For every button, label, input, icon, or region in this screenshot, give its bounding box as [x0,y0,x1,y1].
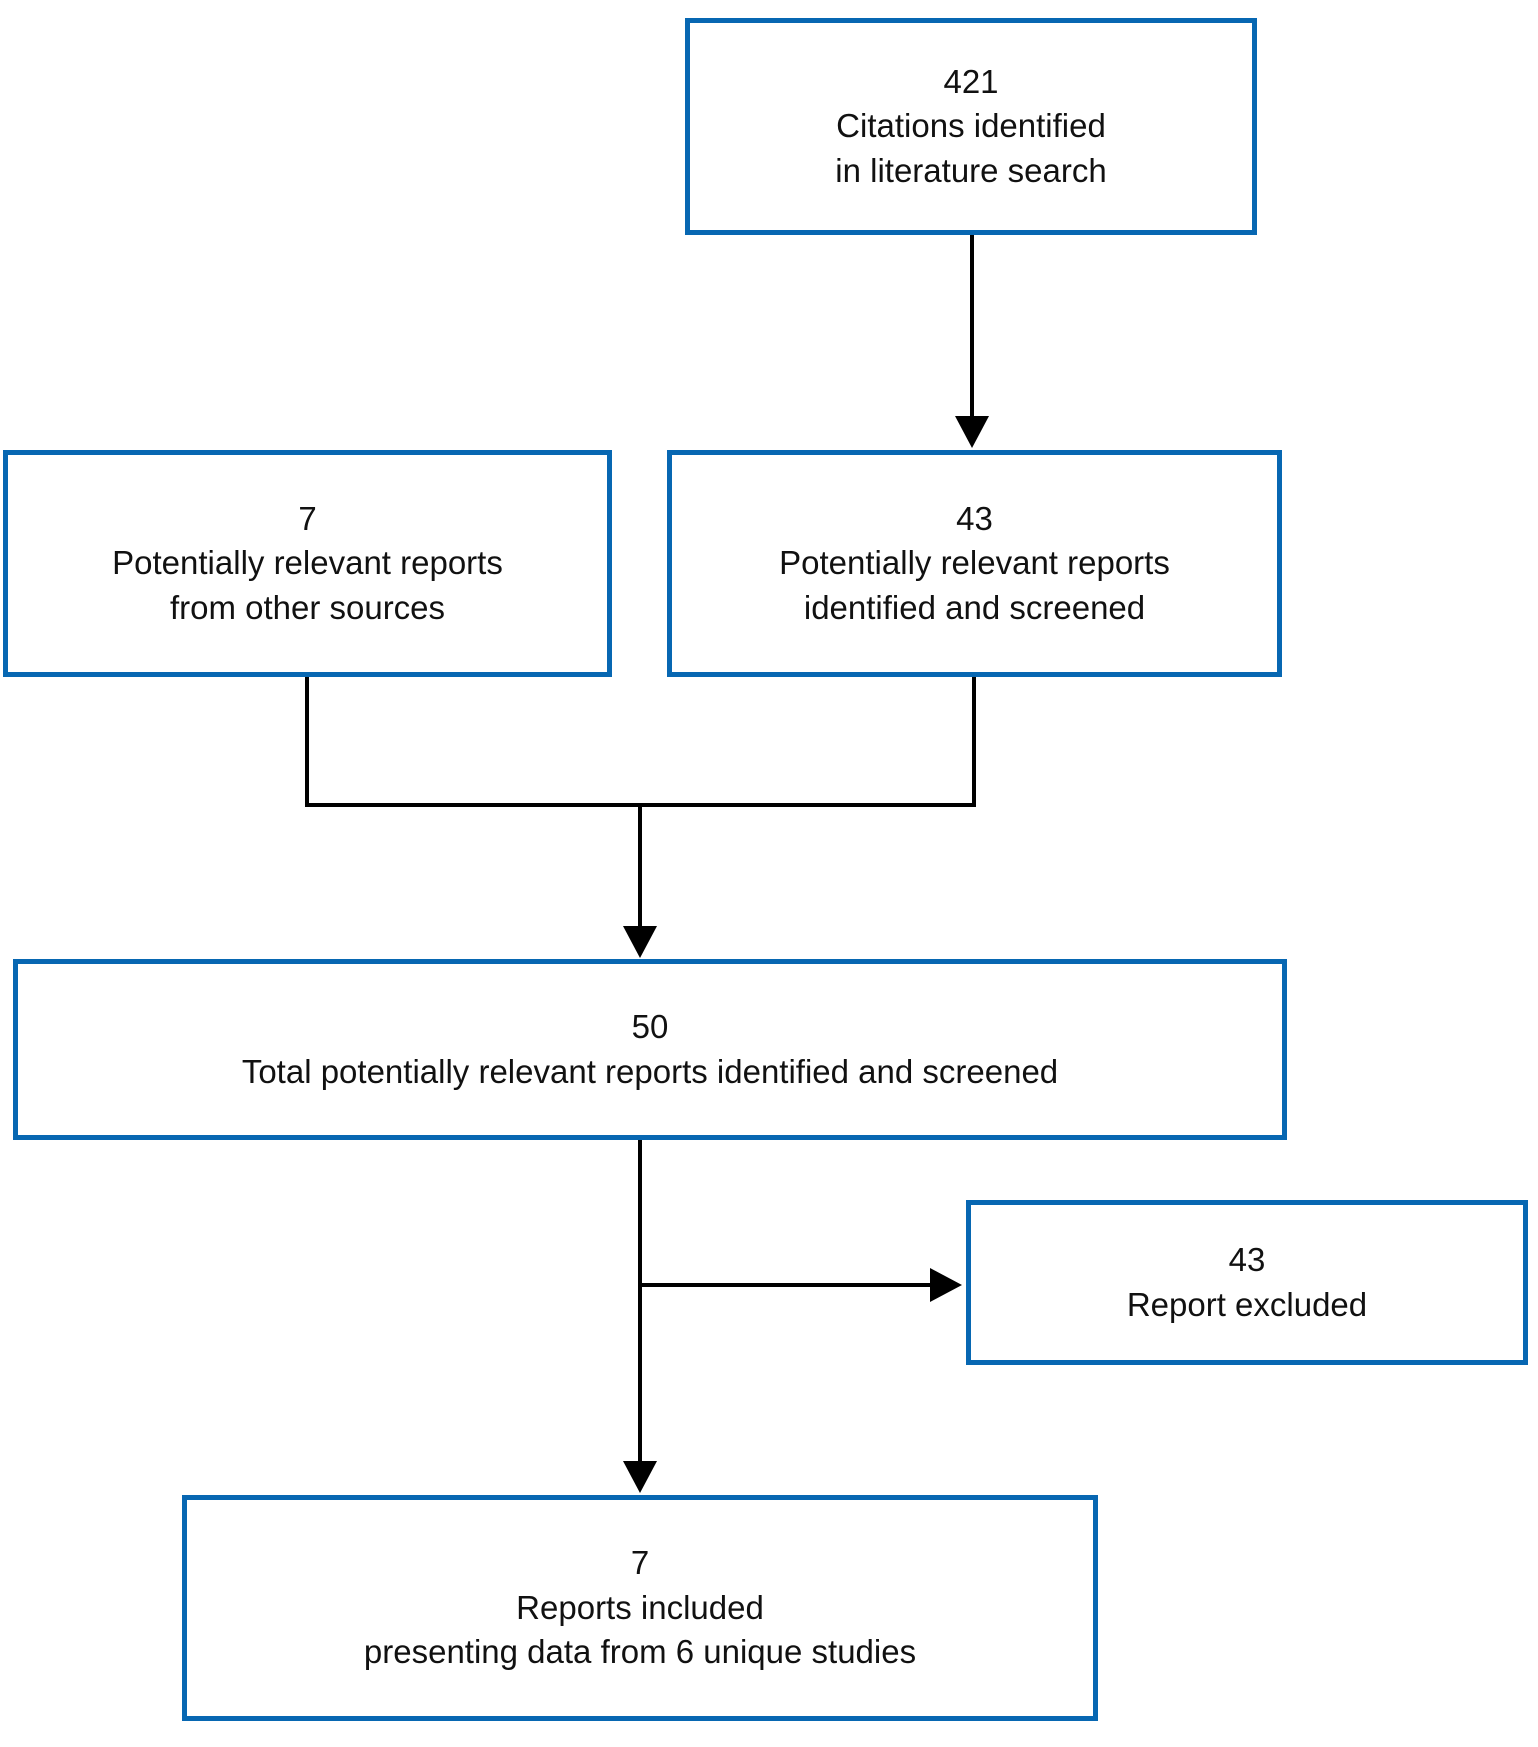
box-citations-identified: 421 Citations identified in literature s… [685,18,1257,235]
connector-branch-to-excluded [638,1283,930,1287]
included-count: 7 [630,1544,650,1582]
included-line-1: Reports included [516,1588,764,1626]
connector-screened-down [972,677,976,807]
connector-merge-to-total [638,805,642,930]
box-reports-included: 7 Reports included presenting data from … [182,1495,1098,1721]
connector-other-sources-down [305,677,309,807]
connector-citations-to-screened [970,235,974,420]
citations-line-2: in literature search [835,151,1107,189]
other-sources-line-1: Potentially relevant reports [112,544,503,582]
screened-count: 43 [956,499,993,537]
citations-count: 421 [943,62,999,100]
screened-line-1: Potentially relevant reports [779,544,1170,582]
arrowhead-into-included-icon [623,1461,657,1493]
box-total-screened: 50 Total potentially relevant reports id… [13,959,1287,1140]
total-line-1: Total potentially relevant reports ident… [241,1052,1059,1090]
arrowhead-into-total-icon [623,926,657,958]
excluded-count: 43 [1228,1240,1266,1278]
excluded-line-1: Report excluded [1126,1285,1368,1323]
arrowhead-into-excluded-icon [930,1268,962,1302]
box-reports-screened: 43 Potentially relevant reports identifi… [667,450,1282,677]
other-sources-count: 7 [298,499,317,537]
screened-line-2: identified and screened [803,588,1146,626]
total-count: 50 [631,1007,669,1045]
connector-total-to-included [638,1140,642,1462]
arrowhead-into-screened-icon [955,416,989,448]
box-reports-excluded: 43 Report excluded [966,1200,1528,1365]
other-sources-line-2: from other sources [169,588,446,626]
citations-line-1: Citations identified [836,107,1106,145]
box-other-sources: 7 Potentially relevant reports from othe… [3,450,612,677]
included-line-2: presenting data from 6 unique studies [363,1633,917,1671]
